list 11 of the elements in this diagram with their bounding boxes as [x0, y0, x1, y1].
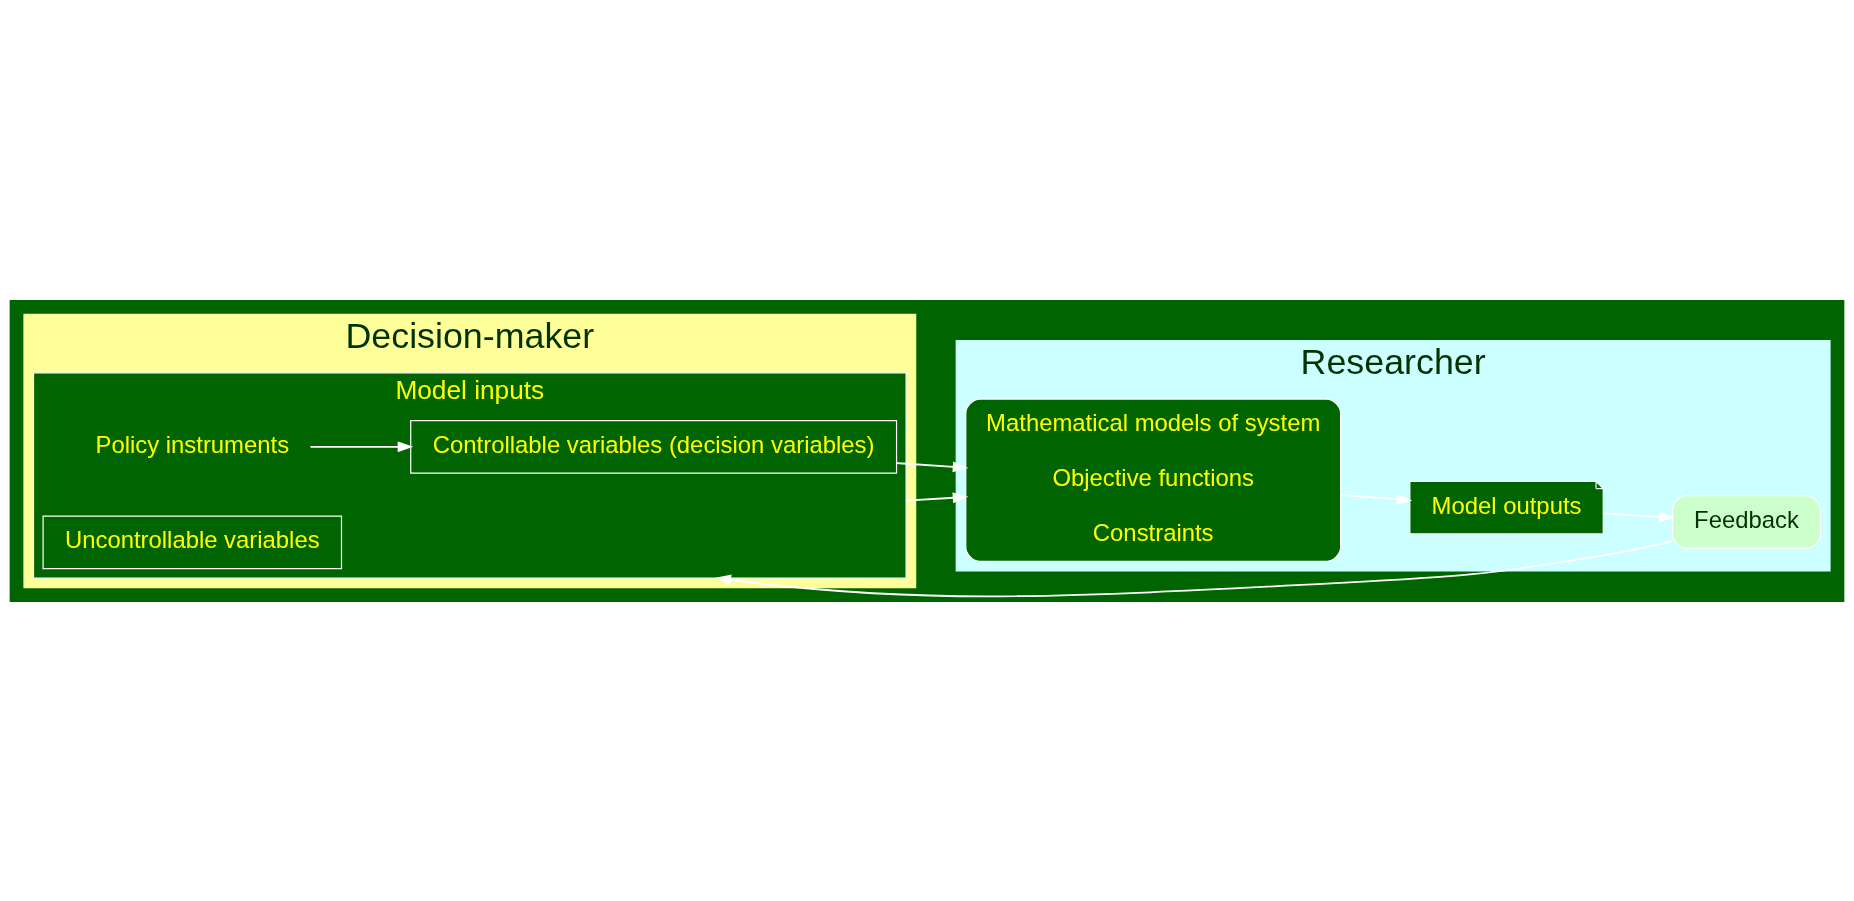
arrow: [1602, 510, 1675, 522]
node-text: Policy instruments: [95, 430, 290, 458]
node-box: Controllable variables (decision variables): [410, 419, 898, 474]
node-box: Mathematical models of system Objective functions Constraints: [965, 398, 1342, 562]
arrow: [715, 539, 1674, 597]
arrow: [309, 440, 414, 452]
arrow: [905, 491, 969, 503]
node-box: Uncontrollable variables: [42, 514, 343, 569]
arrow: [895, 460, 969, 472]
arrow: [1339, 493, 1413, 505]
node-box: Feedback: [1671, 494, 1822, 549]
